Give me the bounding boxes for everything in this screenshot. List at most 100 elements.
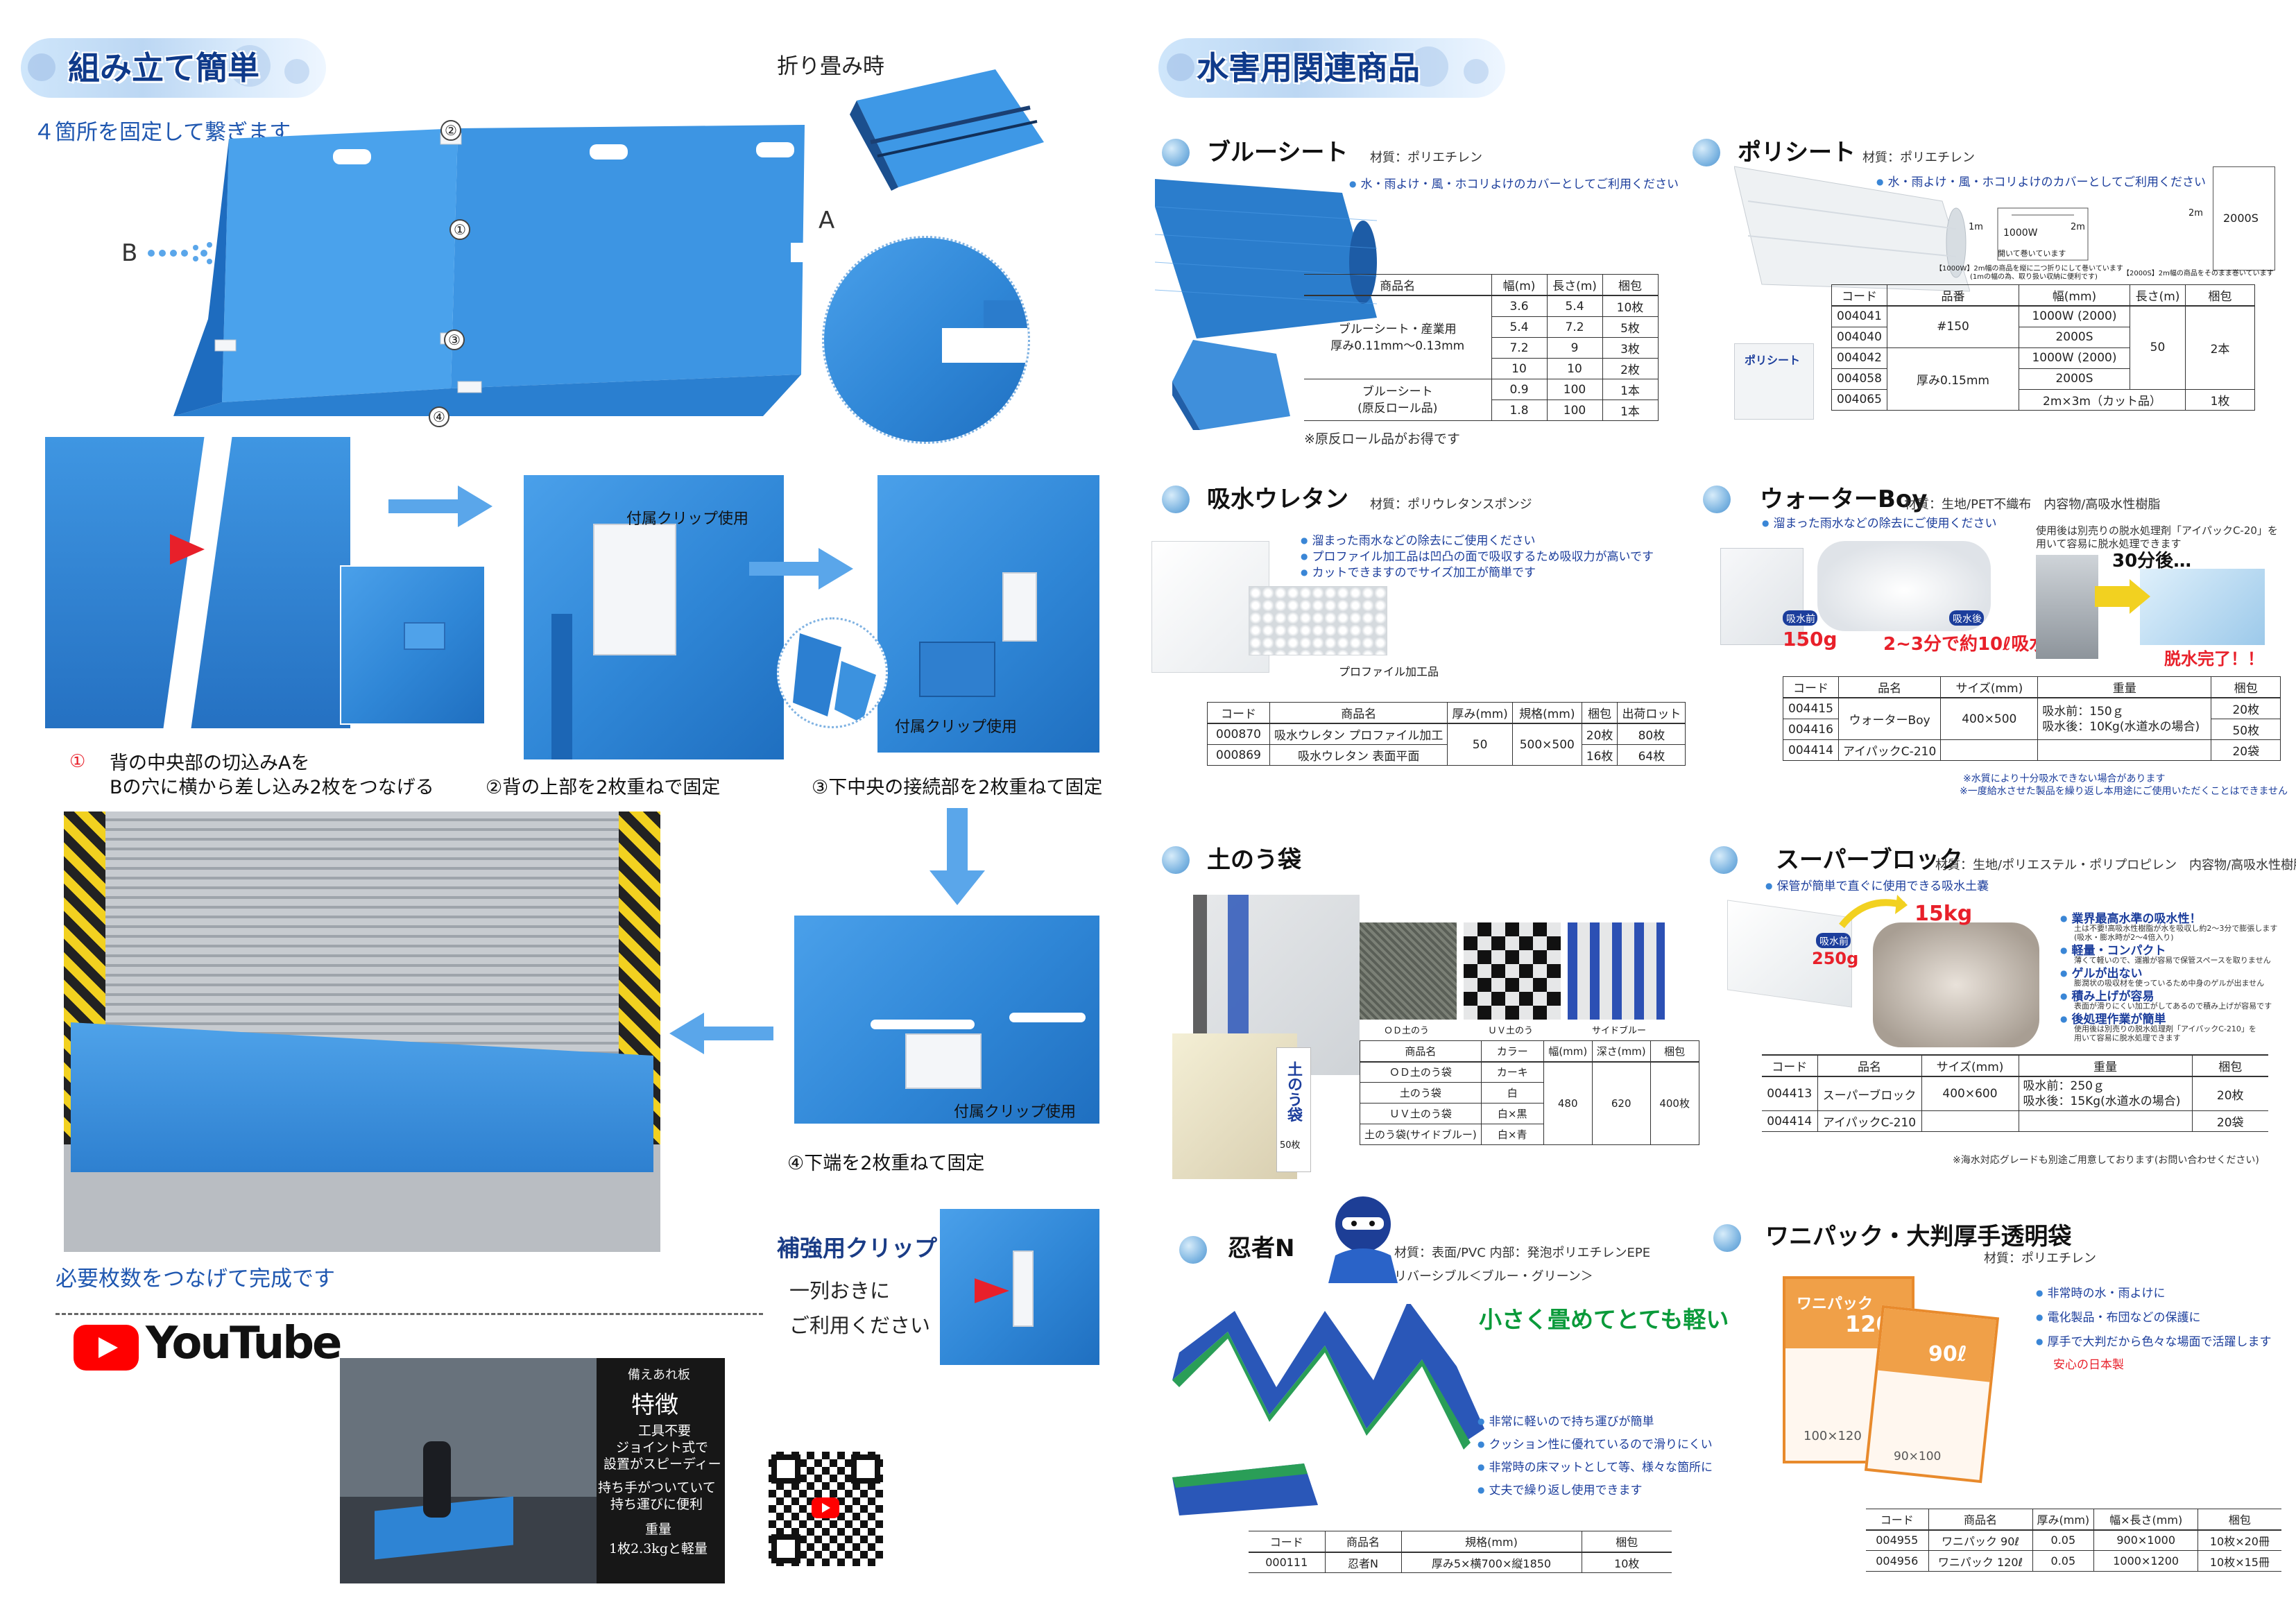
polysheet-diagram-note-a2: (1mの幅の為、取り扱い収納に便利です) [1970, 273, 2098, 281]
section-header-products [1158, 38, 1505, 98]
waterboy-after30: 30分後… [2112, 551, 2192, 572]
superblock-feature-desc: 使用後は別売りの脱水処理剤「アイパックC-210」を [2074, 1024, 2256, 1033]
step1-photo [45, 437, 350, 728]
superblock-feature-desc: 用いて容易に脱水処理できます [2074, 1033, 2181, 1042]
video-board-line: 設置がスピーディー [603, 1457, 721, 1472]
video-board-line: 重量 [645, 1522, 672, 1537]
urethane-bullet-3: カットできますのでサイズ加工が簡単です [1301, 563, 1536, 580]
polysheet-package-label: ポリシート [1745, 354, 1801, 367]
sandbag-od-thumb [1360, 922, 1457, 1020]
sandbag-package-count: 50枚 [1280, 1140, 1301, 1151]
ninja-material-2: リバーシブル＜ブルー・グリーン＞ [1394, 1269, 1593, 1284]
step3-caption: ③下中央の接続部を2枚重ねて固定 [812, 777, 1103, 798]
bluesheet-bullet: 水・雨よけ・風・ホコリよけのカバーとしてご利用ください [1349, 174, 1679, 191]
wanipack-bullet-1: 非常時の水・雨よけに [2036, 1283, 2165, 1300]
waterboy-material: 材質：生地/PET不織布 内容物/高吸水性樹脂 [1904, 497, 2161, 512]
polysheet-material: 材質：ポリエチレン [1862, 151, 1975, 165]
polysheet-diagram [1963, 201, 2171, 270]
waterboy-bullet: 溜まった雨水などの除去にご使用ください [1762, 513, 1996, 531]
label-b: B [121, 239, 138, 267]
wanipack-material: 材質：ポリエチレン [1984, 1251, 2096, 1266]
step4-photo [794, 916, 1099, 1124]
wanipack-bag-120-brand: ワニパック [1797, 1296, 1874, 1313]
complete-caption: 必要枚数をつなげて完成です [55, 1266, 335, 1291]
video-board-line: 1枚2.3kgと軽量 [609, 1541, 708, 1556]
step4-caption: ④下端を2枚重ねて固定 [787, 1153, 985, 1174]
polysheet-diagram-2m: 2m [2071, 222, 2085, 232]
wanipack-made-in: 安心の日本製 [2053, 1358, 2124, 1372]
ninja-folded-mat-image [1165, 1300, 1491, 1519]
waterboy-weight-before: 吸水前：150ｇ [2042, 704, 2124, 719]
sandbag-sideblue-thumb [1568, 922, 1665, 1020]
step1-caption-line1: 背の中央部の切込みAを [110, 753, 310, 774]
waterboy-dehydrated-image [2140, 569, 2265, 645]
superblock-feature-title: 後処理作業が簡単 [2060, 1009, 2166, 1027]
polysheet-roll-image [1733, 160, 1971, 298]
sandbag-sideblue-label: サイドブルー [1592, 1026, 1647, 1036]
step1-detail-photo [340, 565, 486, 725]
step2-clip-label: 付属クリップ使用 [626, 510, 749, 528]
step1-caption-line2: Bの穴に横から差し込み2枚をつなげる [110, 777, 434, 798]
sandbag-package-label: 土のう袋 [1285, 1061, 1302, 1122]
wanipack-bullet-icon [1713, 1224, 1741, 1252]
wanipack-bullet-3: 厚手で大判だから色々な場面で活躍します [2036, 1332, 2271, 1349]
reinforce-title: 補強用クリップ [777, 1235, 937, 1262]
superblock-feature-desc: 土は不要!高吸水性樹脂が水を吸収し約2～3分で膨張します [2074, 924, 2278, 933]
superblock-feature-title: 業界最高水準の吸水性！ [2060, 909, 2201, 926]
wanipack-bullet-2: 電化製品・布団などの保護に [2036, 1307, 2200, 1325]
waterboy-side-note-2: 用いて容易に脱水処理できます [2036, 538, 2182, 550]
ninja-bullet-1: 非常に軽いので持ち運びが簡単 [1477, 1411, 1654, 1429]
waterboy-note-2: ※一度給水させた製品を繰り返し本用途にご使用いただくことはできません [1960, 786, 2288, 797]
sandbag-name: 土のう袋 [1207, 846, 1301, 874]
qr-code[interactable] [769, 1452, 883, 1566]
bluesheet-material: 材質：ポリエチレン [1370, 151, 1482, 165]
sandbag-od-label: ＯＤ土のう [1384, 1026, 1430, 1036]
video-board-title: 特徴 [631, 1391, 678, 1419]
waterboy-before-badge [1783, 610, 1817, 626]
superblock-feature-desc: (吸水・膨水時が2～4倍入り) [2074, 933, 2174, 942]
wanipack-bag-90-volume: 90ℓ [1928, 1342, 1967, 1366]
step3-clip-label: 付属クリップ使用 [895, 719, 1018, 736]
bluesheet-group1-thickness: 厚み0.11mm～0.13mm [1330, 338, 1465, 353]
folded-board-photo [843, 66, 1044, 191]
folded-label: 折り畳み時 [777, 54, 884, 79]
video-board-line: 工具不要 [638, 1423, 692, 1439]
dotted-arrow-b [146, 239, 222, 267]
qr-youtube-icon [812, 1497, 839, 1518]
marker-1: ① [449, 219, 470, 240]
step4-clip-label: 付属クリップ使用 [954, 1104, 1077, 1121]
arrow-step1-to-2 [388, 486, 492, 527]
waterboy-before-label: 吸水前 [1786, 614, 1815, 625]
arrow-step4-to-complete [669, 1013, 773, 1054]
urethane-name: 吸水ウレタン [1207, 486, 1348, 513]
reinforce-photo [940, 1209, 1099, 1365]
marker-2: ② [440, 120, 461, 141]
video-board-line: ジョイント式で [616, 1440, 709, 1455]
zoom-circle-a [822, 236, 1030, 444]
ninja-bullet-4: 丈夫で繰り返し使用できます [1477, 1480, 1642, 1497]
video-thumbnail[interactable]: 備えあれ板 特徴 工具不要 ジョイント式で 設置がスピーディー 持ち手がついてい… [340, 1358, 725, 1583]
polysheet-diagram-1000w: 1000W [2003, 227, 2038, 239]
polysheet-package-image: ポリシート [1734, 343, 1814, 420]
marker-4: ④ [429, 406, 449, 427]
ninja-mascot-icon [1311, 1186, 1415, 1290]
sandbag-package-label-box [1276, 1047, 1311, 1172]
waterboy-after-badge [1949, 610, 1984, 626]
superblock-weight-before: 吸水前：250ｇ [2023, 1079, 2105, 1093]
superblock-name: スーパーブロック [1776, 846, 1963, 874]
assembled-board-photo [166, 111, 825, 416]
ninja-bullet-3: 非常時の床マットとして等、様々な箇所に [1477, 1457, 1713, 1475]
bluesheet-note: ※原反ロール品がお得です [1304, 431, 1460, 447]
superblock-arrow [1838, 895, 1908, 929]
superblock-feature-desc: 表面が滑りにくい加工がしてあるので積み上げが容易です [2074, 1002, 2272, 1011]
youtube-logo-icon [74, 1325, 139, 1371]
arrow-step3-to-4 [929, 808, 985, 905]
waterboy-note-1: ※水質により十分吸水できない場合があります [1963, 773, 2166, 784]
ninja-catch: 小さく畳めてとても軽い [1479, 1306, 1729, 1333]
superblock-feature-title: ゲルが出ない [2060, 963, 2142, 981]
wanipack-name: ワニパック・大判厚手透明袋 [1765, 1223, 2072, 1251]
